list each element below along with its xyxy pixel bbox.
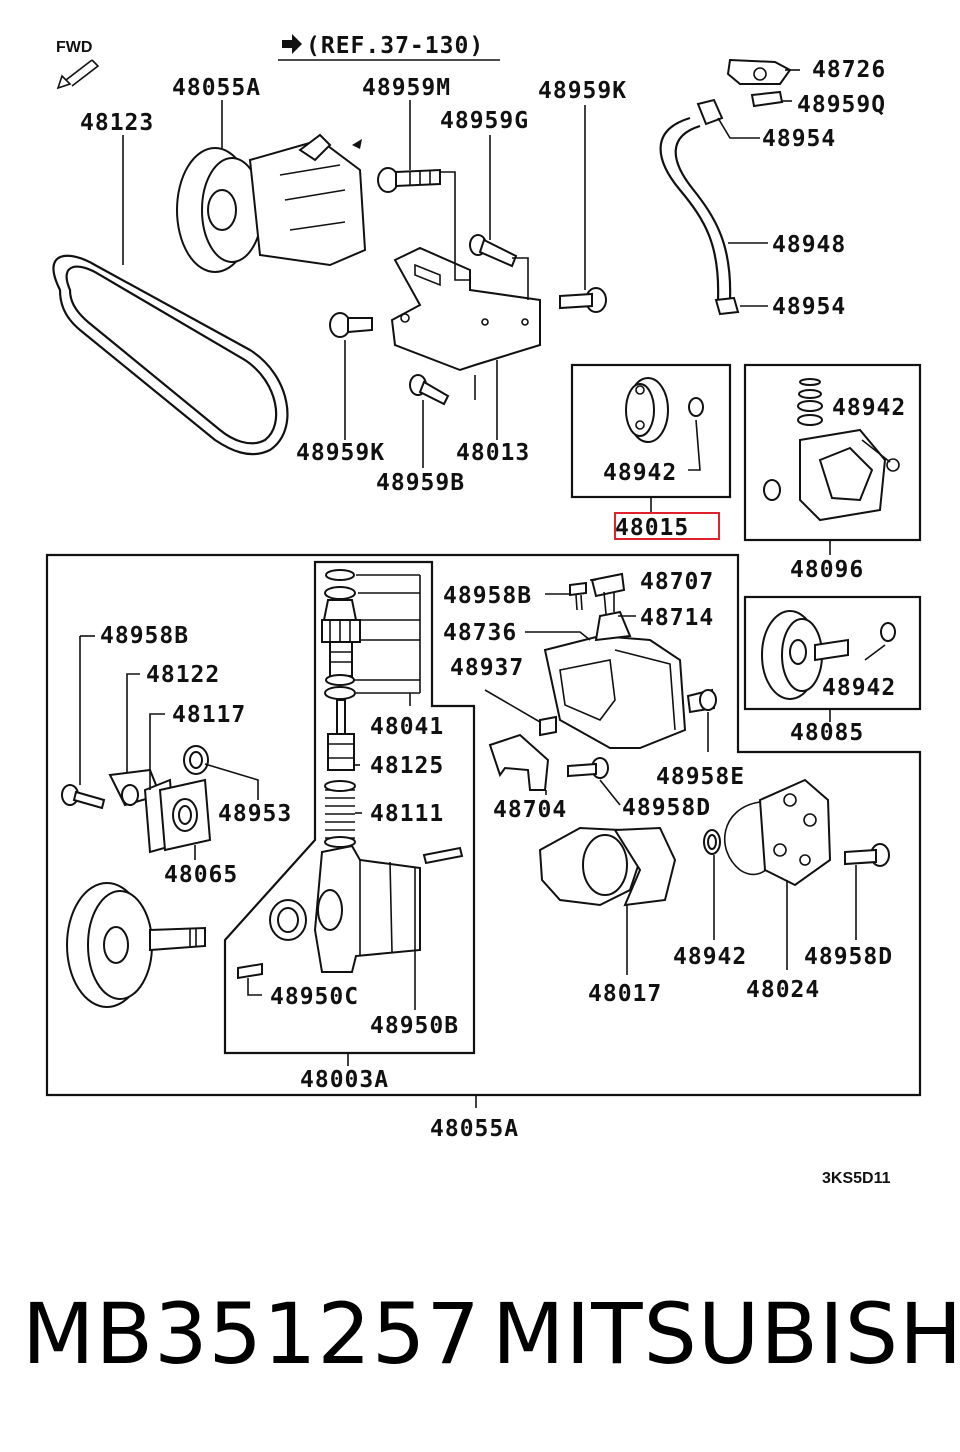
bolt-48959K-top <box>559 287 607 313</box>
cover-48017 <box>538 826 677 907</box>
label-48942-c: 48942 <box>822 675 896 701</box>
fitting-48726 <box>726 58 792 85</box>
label-48958E: 48958E <box>656 764 745 790</box>
label-48958B-left: 48958B <box>100 623 189 649</box>
o-ring-48942-bottom <box>703 829 721 855</box>
pump-body-48003A <box>237 844 464 980</box>
label-48726: 48726 <box>812 57 886 83</box>
bolt-48958B-left <box>61 784 106 810</box>
valve-parts-48041 <box>321 569 421 700</box>
flange-48065 <box>158 778 212 852</box>
label-48024: 48024 <box>746 977 820 1003</box>
label-48959K-top: 48959K <box>538 78 627 104</box>
highlight-48015 <box>614 512 720 540</box>
bolt-48958E <box>699 689 717 711</box>
leader-lines-bottom <box>79 579 857 1108</box>
bracket-48013 <box>390 246 541 372</box>
label-48959M: 48959M <box>362 75 451 101</box>
belt-48123 <box>52 254 289 456</box>
label-48013: 48013 <box>456 440 530 466</box>
seal-kit-48015 <box>625 377 704 471</box>
clamp-48954-top <box>696 98 724 126</box>
bolt-48959K-bottom <box>329 312 373 338</box>
label-48953: 48953 <box>218 801 292 827</box>
label-48958B-top: 48958B <box>443 583 532 609</box>
label-48123: 48123 <box>80 110 154 136</box>
label-48117: 48117 <box>172 702 246 728</box>
label-48959Q: 48959Q <box>797 92 886 118</box>
bolt-48959G <box>469 234 518 268</box>
brand-name: MITSUBISHI <box>492 1285 960 1383</box>
hose-48948 <box>659 116 732 301</box>
label-48122: 48122 <box>146 662 220 688</box>
label-48714: 48714 <box>640 605 714 631</box>
pump-assembly-top <box>176 133 367 273</box>
footer: MB351257 MITSUBISHI <box>0 1285 960 1395</box>
pulley-48085 <box>761 610 896 700</box>
label-48704: 48704 <box>493 797 567 823</box>
label-48736: 48736 <box>443 620 517 646</box>
label-48055A-bottom: 48055A <box>430 1116 519 1142</box>
bolt-48959M <box>377 167 441 193</box>
fwd-label: FWD <box>56 39 92 56</box>
gasket-set-48096 <box>763 378 900 522</box>
bracket-48704 <box>488 733 550 791</box>
leader-lines-top <box>122 69 800 468</box>
frame-48003A <box>223 560 476 1055</box>
label-48015: 48015 <box>615 515 689 541</box>
hose-clamp-48953 <box>183 745 209 775</box>
label-48942-b: 48942 <box>832 395 906 421</box>
label-48959K-bottom: 48959K <box>296 440 385 466</box>
parts-diagram: FWD (REF.37-130) <box>45 33 922 1187</box>
valve-48125 <box>327 699 355 771</box>
box-48085 <box>743 595 922 711</box>
label-48954-top: 48954 <box>762 126 836 152</box>
label-48958D-mid: 48958D <box>622 795 711 821</box>
clamp-48954-bottom <box>714 296 740 316</box>
label-48003A: 48003A <box>300 1067 389 1093</box>
part-number: MB351257 <box>22 1285 481 1383</box>
part-labels: 48055A 48959M 48959K 48123 48959G 48726 … <box>80 57 906 1187</box>
label-48065: 48065 <box>164 862 238 888</box>
label-48085: 48085 <box>790 720 864 746</box>
label-48055A-top: 48055A <box>172 75 261 101</box>
label-48942-d: 48942 <box>673 944 747 970</box>
label-48125: 48125 <box>370 753 444 779</box>
label-48948: 48948 <box>772 232 846 258</box>
pulley-bottom <box>66 882 206 1008</box>
bolt-48958D-mid <box>567 757 609 779</box>
diagram-code: 3KS5D11 <box>822 1170 891 1187</box>
frame-48055A <box>45 553 922 1097</box>
label-48950C: 48950C <box>270 984 359 1010</box>
label-48111: 48111 <box>370 801 444 827</box>
box-48096 <box>743 363 922 542</box>
ref-arrow-icon <box>282 34 302 54</box>
bolt-48959Q <box>750 90 784 108</box>
label-48707: 48707 <box>640 569 714 595</box>
fwd-arrow-icon <box>56 59 100 90</box>
label-48958D-right: 48958D <box>804 944 893 970</box>
label-48096: 48096 <box>790 557 864 583</box>
bolt-48959B <box>409 374 450 406</box>
label-48942-a: 48942 <box>603 460 677 486</box>
housing-48024 <box>724 778 832 887</box>
spring-48111 <box>324 780 356 848</box>
label-48950B: 48950B <box>370 1013 459 1039</box>
ref-label: (REF.37-130) <box>306 33 484 59</box>
label-48959B: 48959B <box>376 470 465 496</box>
label-48937: 48937 <box>450 655 524 681</box>
label-48959G: 48959G <box>440 108 529 134</box>
reservoir-48736 <box>539 572 716 749</box>
label-48954-bottom: 48954 <box>772 294 846 320</box>
label-48017: 48017 <box>588 981 662 1007</box>
label-48041: 48041 <box>370 714 444 740</box>
bolt-48958D-right <box>844 843 890 867</box>
